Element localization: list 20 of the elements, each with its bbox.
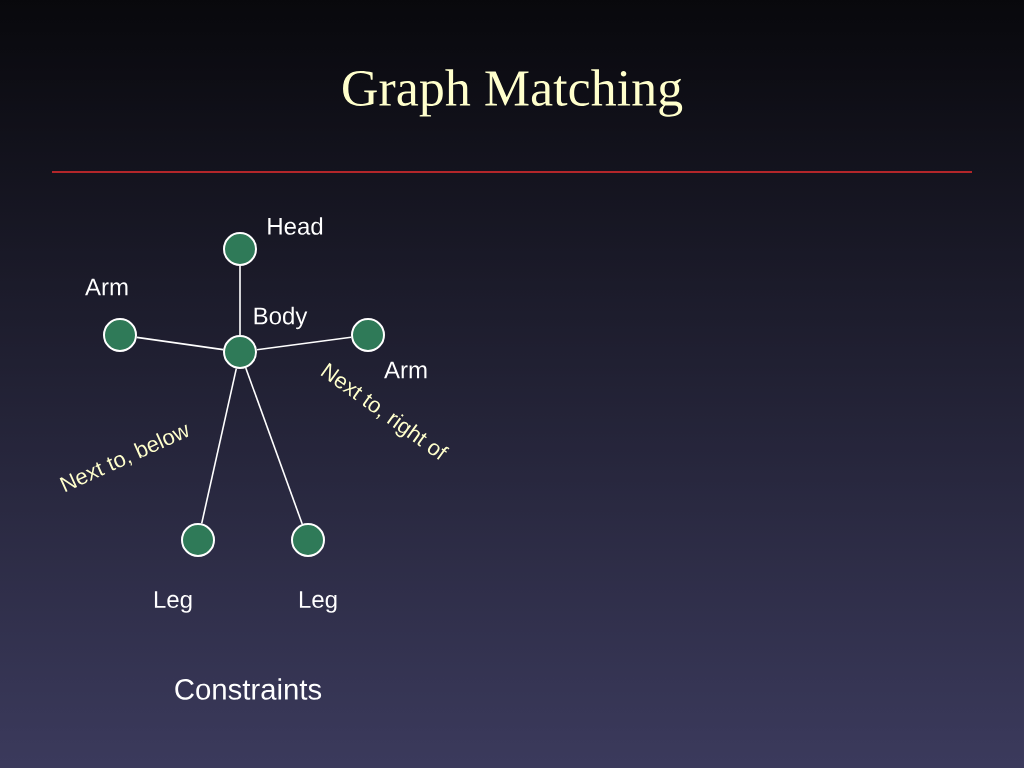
connector-line — [200, 367, 238, 525]
caption-text: Constraints — [175, 678, 322, 700]
node-label: Head — [268, 217, 323, 235]
graph-node-circle — [351, 318, 385, 352]
node-label: Leg — [299, 591, 337, 613]
connector-line — [256, 336, 352, 351]
node-label: Body — [254, 306, 308, 330]
rotated-label: Next to, below — [59, 424, 189, 492]
connector-line — [245, 367, 304, 525]
node-label: Leg — [154, 591, 192, 613]
slide-title: Graph Matching — [343, 69, 683, 117]
graph-node-circle — [223, 232, 257, 266]
graph-node-circle — [223, 335, 257, 369]
node-label: Arm — [85, 278, 128, 296]
connector-line — [136, 336, 224, 351]
node-label: Arm — [384, 361, 427, 379]
connector-line — [239, 265, 241, 336]
graph-node-circle — [103, 318, 137, 352]
graph-node-circle — [291, 523, 325, 557]
graph-node-circle — [181, 523, 215, 557]
